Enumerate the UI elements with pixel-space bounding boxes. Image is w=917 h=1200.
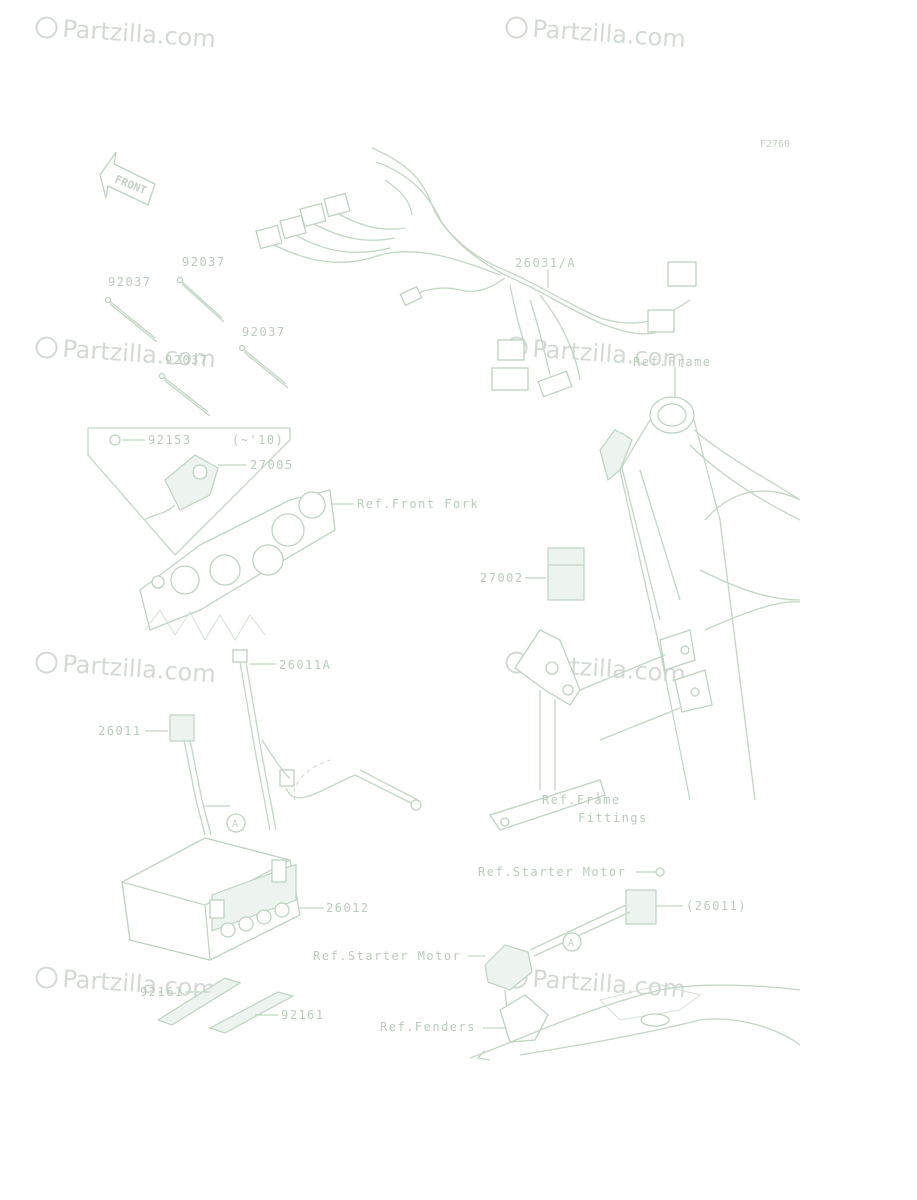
part-26011-paren-label: (26011) (686, 899, 747, 913)
part-92153-note: (~'10) (232, 433, 284, 447)
watermark: Partzilla.com (35, 650, 217, 689)
part-92037-b-label: 92037 (182, 255, 226, 269)
part-92037-c-label: 92037 (242, 325, 286, 339)
part-92161-b-label: 92161 (281, 1008, 325, 1022)
wiring-harness: 26031/A (255, 147, 697, 398)
battery: 26012 (121, 837, 370, 961)
starter-motor-cable: Ref.Starter Motor (26011) A Ref.Starter … (313, 865, 747, 1043)
ref-fenders-label: Ref.Fenders (380, 1020, 476, 1034)
part-26031-label: 26031/A (515, 256, 576, 270)
watermark: Partzilla.com (505, 15, 687, 54)
figure-code: F2760 (760, 139, 790, 150)
part-26012-label: 26012 (326, 901, 370, 915)
ref-starter-motor-label-1: Ref.Starter Motor (478, 865, 626, 879)
watermark: Partzilla.com (505, 965, 687, 1003)
ref-frame-fittings-label-2: Fittings (578, 811, 648, 825)
ref-starter-motor-label-2: Ref.Starter Motor (313, 949, 461, 963)
ref-frame-fittings-label-1: Ref.Frame (542, 793, 621, 807)
part-92153-label: 92153 (148, 433, 192, 447)
part-26011-label: 26011 (98, 724, 142, 738)
watermark: Partzilla.com (35, 965, 217, 1003)
part-92161-a-label: 92161 (140, 985, 184, 999)
part-27005-label: 27005 (250, 458, 294, 472)
part-92037-d-label: 92037 (165, 353, 209, 367)
fenders: Ref.Fenders (380, 984, 801, 1061)
watermark: Partzilla.com (35, 15, 217, 54)
starter-relay-bracket: 27002 Ref.Frame Fittings (480, 547, 681, 831)
frame: Ref.Frame (599, 355, 801, 801)
ref-front-fork-label: Ref.Front Fork (357, 497, 479, 511)
callout-a-label-2: A (568, 938, 574, 949)
cable-straps: 92037 92037 92037 92037 (104, 255, 289, 417)
callout-a-label: A (232, 819, 238, 830)
part-26011A-label: 26011A (279, 658, 331, 672)
part-27002-label: 27002 (480, 571, 524, 585)
part-92037-a-label: 92037 (108, 275, 152, 289)
battery-cables: 26011A 26011 A (98, 649, 422, 836)
front-arrow-icon: FRONT (99, 151, 156, 206)
watermark-text: Partzilla.com (532, 15, 687, 54)
front-fork-assembly: 92153 (~'10) 27005 Ref.Front Fork (87, 427, 479, 642)
watermark-text: Partzilla.com (62, 15, 217, 54)
watermark-text: Partzilla.com (62, 650, 217, 689)
ref-frame-label: Ref.Frame (633, 355, 712, 369)
battery-pads: 92161 92161 (140, 977, 325, 1034)
